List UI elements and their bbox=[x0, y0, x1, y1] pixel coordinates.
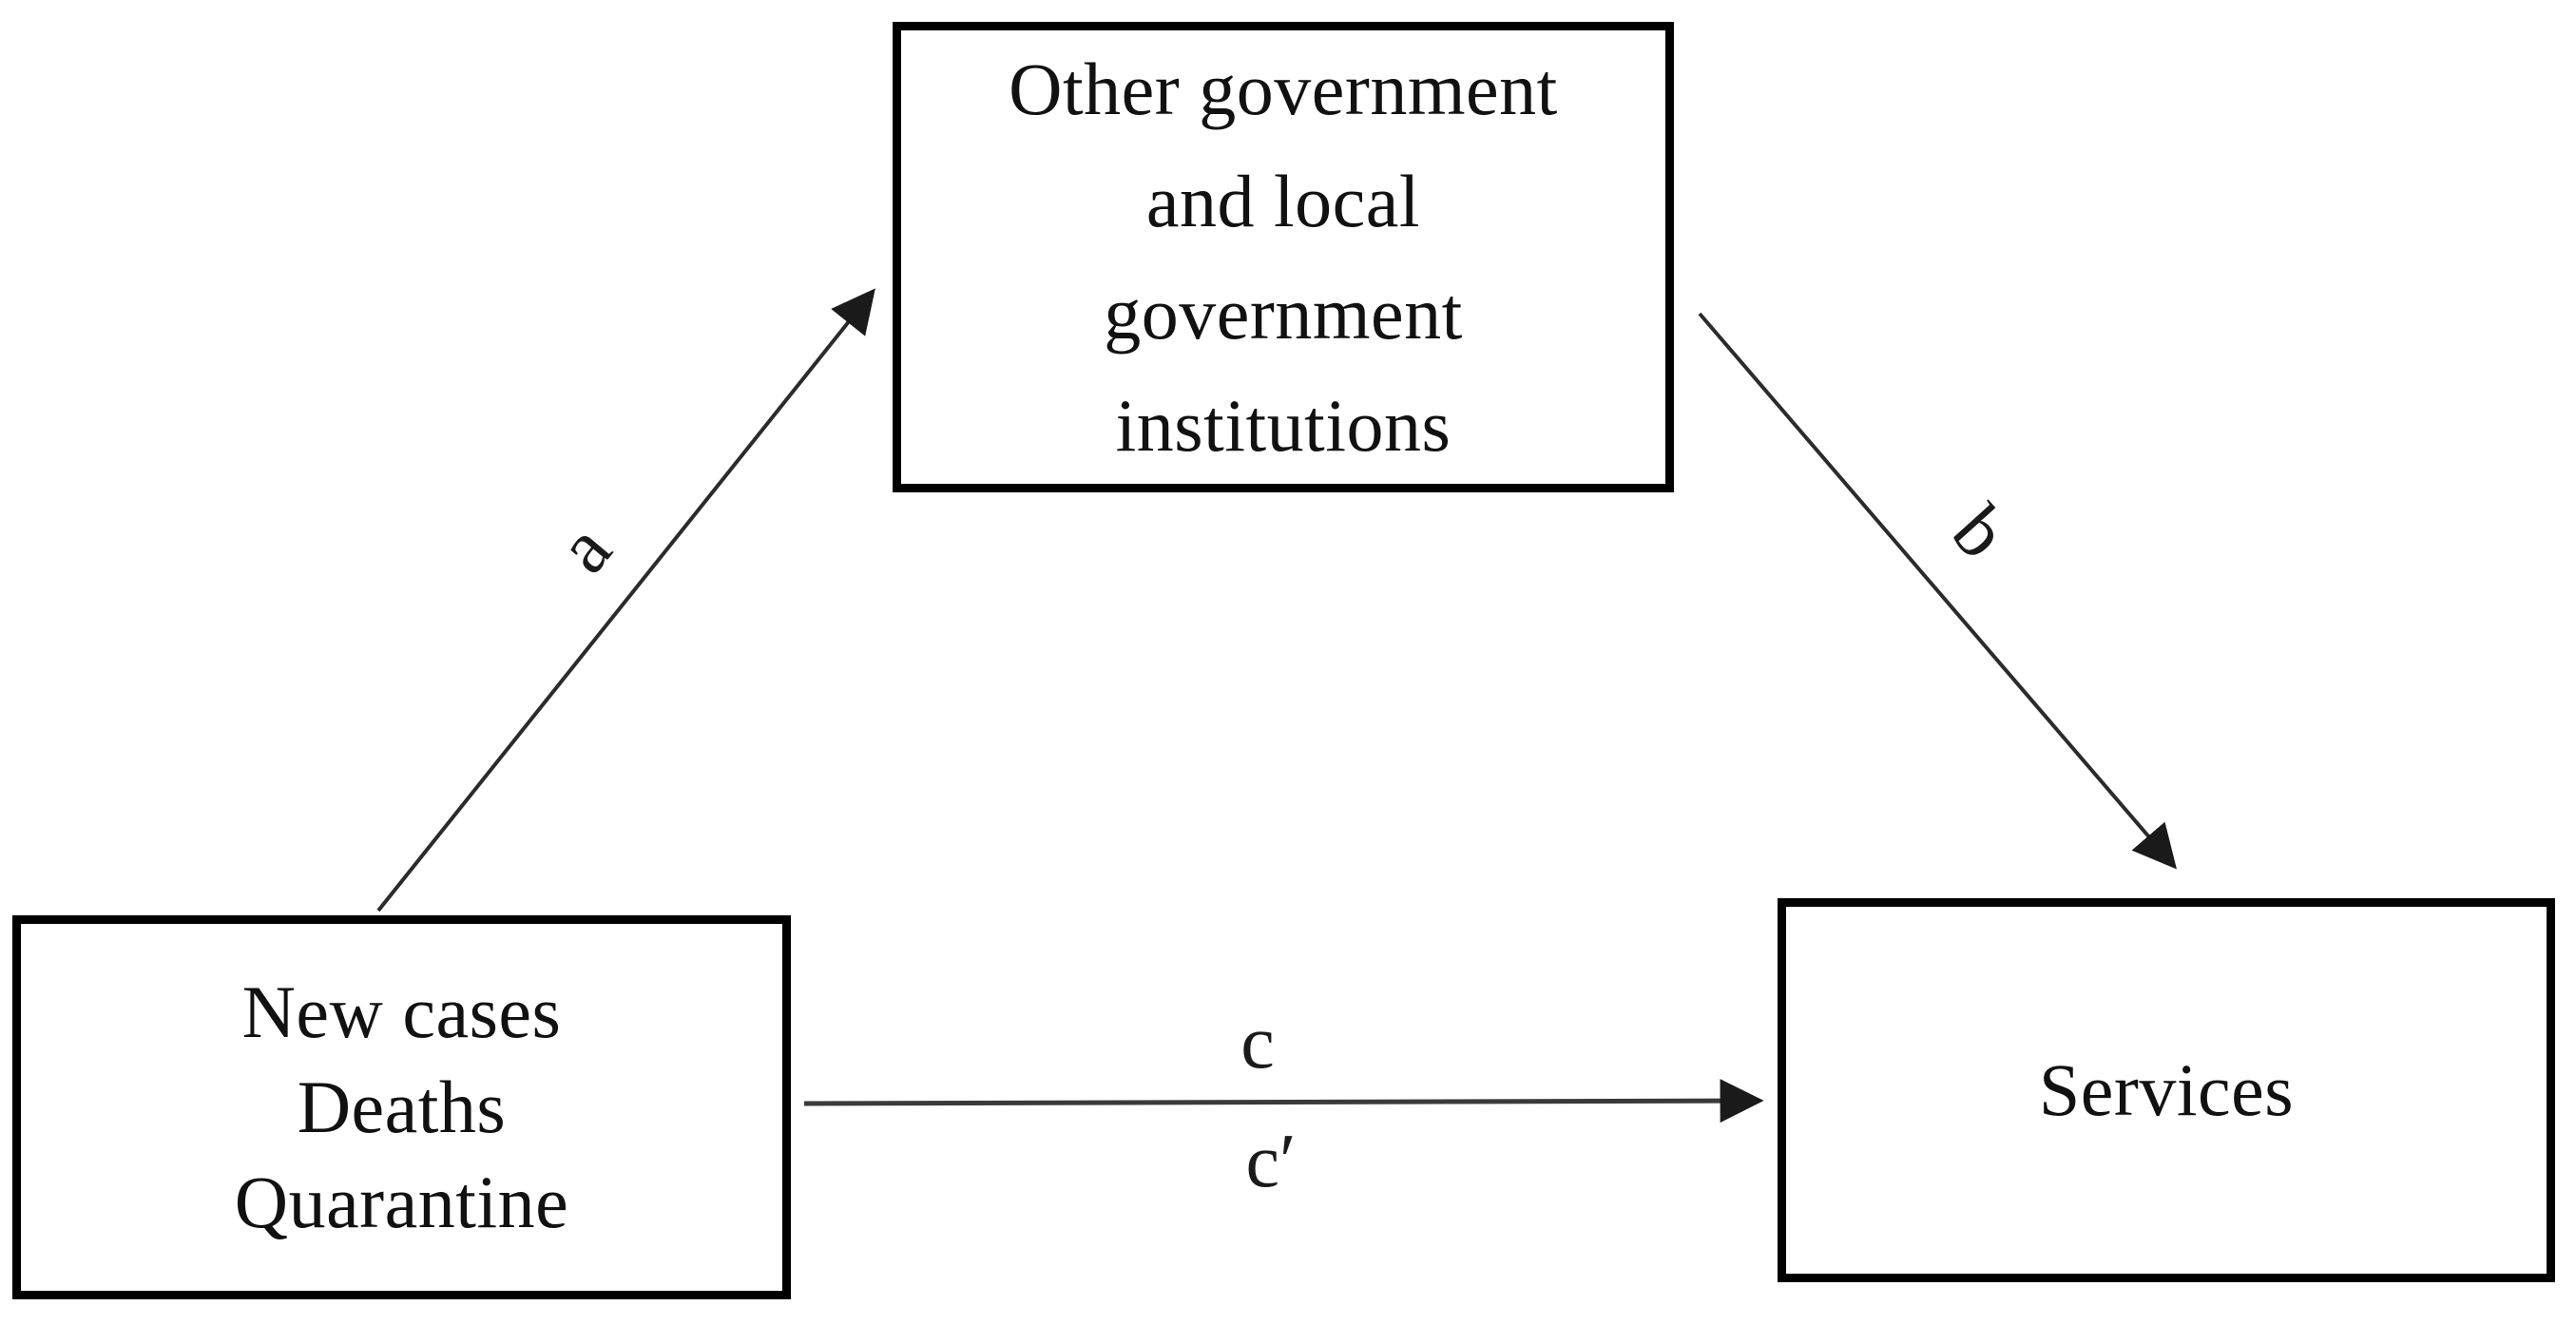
predictor-box-text: New cases Deaths Quarantine bbox=[235, 965, 569, 1250]
path-a-arrow bbox=[376, 288, 875, 912]
outcome-box-text: Services bbox=[2039, 1043, 2294, 1138]
outcome-label: Services bbox=[2038, 1048, 2295, 1131]
path-c-arrow bbox=[803, 1079, 1764, 1123]
mediator-line-2: and local bbox=[1145, 159, 1421, 242]
mediator-line-1: Other government bbox=[1009, 47, 1558, 130]
predictor-box: New cases Deaths Quarantine bbox=[12, 915, 791, 1299]
path-b-arrow bbox=[1698, 312, 2177, 870]
mediator-box-text: Other government and local government in… bbox=[1009, 33, 1558, 482]
mediator-box: Other government and local government in… bbox=[893, 22, 1674, 492]
predictor-line-3: Quarantine bbox=[234, 1161, 569, 1243]
mediator-line-3: government bbox=[1104, 271, 1463, 355]
mediator-line-4: institutions bbox=[1115, 383, 1451, 467]
outcome-box: Services bbox=[1778, 898, 2555, 1282]
predictor-line-1: New cases bbox=[241, 970, 562, 1053]
path-c-prime-label: c′ bbox=[1245, 1120, 1297, 1203]
predictor-line-2: Deaths bbox=[297, 1066, 507, 1148]
path-c-label: c bbox=[1240, 1001, 1275, 1085]
